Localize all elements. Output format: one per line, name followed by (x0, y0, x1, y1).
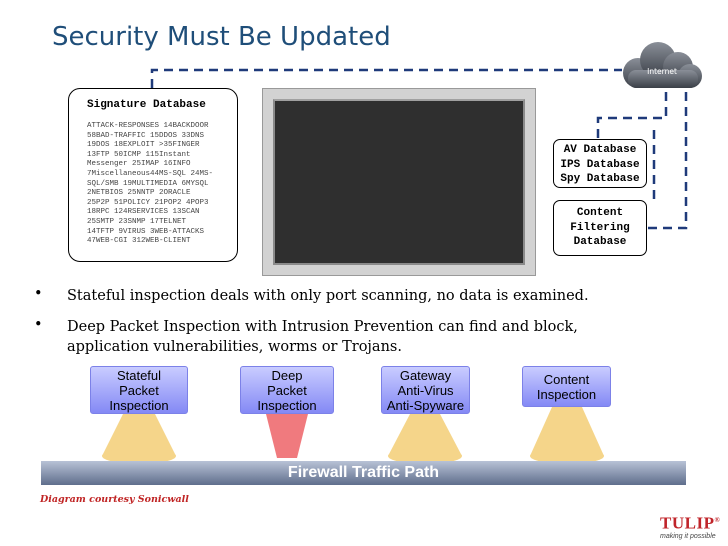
firewall-appliance-screen (262, 88, 536, 276)
logo-name: TULIP (660, 513, 715, 533)
stage-label: Inspection (109, 398, 169, 413)
bullet-text: Stateful inspection deals with only port… (67, 288, 589, 304)
signature-line: 13FTP 50ICMP 115Instant (87, 150, 191, 159)
database-label: AV Database (563, 144, 637, 156)
stage-gateway-anti-virus: Gateway Anti-Virus Anti-Spyware (381, 366, 470, 414)
stage-label: Stateful (116, 368, 162, 383)
stage-label: Deep (271, 368, 303, 383)
content-filtering-database-box: Content Filtering Database (553, 200, 647, 256)
signature-list: ATTACK-RESPONSES 14BACKDOOR 58BAD-TRAFFI… (87, 122, 213, 247)
database-label: IPS Database (560, 158, 640, 171)
database-label: Database (573, 236, 627, 248)
signature-line: 19DOS 18EXPLOIT >35FINGER (87, 141, 200, 150)
signature-line: 58BAD-TRAFFIC 15DDOS 33DNS (87, 131, 205, 140)
beam-gateway (388, 414, 462, 456)
stage-content-inspection: Content Inspection (522, 366, 611, 407)
connector-internet-to-filter-db (648, 92, 688, 230)
page-title: Security Must Be Updated (52, 22, 391, 52)
tulip-logo: TULIP® making it possible (660, 512, 720, 541)
bullet-text: Deep Packet Inspection with Intrusion Pr… (67, 319, 578, 335)
connector-signature-to-internet (150, 68, 622, 88)
beam-base-stateful (102, 448, 176, 464)
stage-deep-packet-inspection: Deep Packet Inspection (240, 366, 334, 414)
diagram-credit: Diagram courtesy Sonicwall (40, 494, 189, 505)
bullet-marker: • (34, 286, 43, 302)
signature-line: 2NETBIOS 25NNTP 2ORACLE (87, 189, 191, 198)
stage-label: Packet (119, 383, 159, 398)
signature-line: SQL/SMB 19MULTIMEDIA 6MYSQL (87, 179, 209, 188)
bullet-marker: • (34, 317, 43, 333)
logo-tagline: making it possible (660, 532, 716, 540)
signature-line: 14TFTP 9VIRUS 3WEB-ATTACKS (87, 227, 205, 236)
signature-database-title: Signature Database (87, 99, 206, 111)
signature-line: 25P2P 51POLICY 21POP2 4POP3 (87, 198, 209, 207)
signature-database-box: Signature Database ATTACK-RESPONSES 14BA… (68, 88, 238, 262)
connector-internet-to-av-db (596, 92, 668, 139)
stage-label: Content (543, 372, 590, 387)
stage-label: Anti-Spyware (386, 398, 465, 413)
security-databases-box: AV Database IPS Database Spy Database (553, 139, 647, 188)
signature-line: Messenger 25IMAP 16INFO (87, 160, 191, 169)
beam-base-gateway (388, 448, 462, 464)
signature-line: 7Miscellaneous44MS-SQL 24MS- (87, 169, 214, 178)
beam-stateful (102, 414, 176, 456)
stage-label: Gateway (399, 368, 452, 383)
stage-label: Inspection (536, 387, 597, 402)
beam-content (530, 407, 604, 456)
internet-label: Internet (647, 67, 677, 76)
firewall-traffic-path-label: Firewall Traffic Path (287, 464, 440, 481)
bullet-text: application vulnerabilities, worms or Tr… (67, 339, 402, 355)
signature-line: 47WEB-CGI 312WEB-CLIENT (87, 237, 191, 246)
signature-line: ATTACK-RESPONSES 14BACKDOOR (87, 122, 209, 130)
stage-label: Packet (267, 383, 307, 398)
database-label: Spy Database (560, 173, 640, 185)
beam-base-content (530, 448, 604, 464)
beam-deep-packet (266, 414, 308, 458)
firewall-traffic-path-bar (41, 461, 686, 485)
cloud-icon (623, 42, 702, 88)
database-label: Filtering (570, 221, 630, 234)
stage-label: Inspection (257, 398, 317, 413)
stage-label: Anti-Virus (397, 383, 454, 398)
database-label: Content (576, 207, 624, 219)
signature-line: 18RPC 124RSERVICES 13SCAN (87, 208, 200, 217)
signature-line: 25SMTP 23SNMP 17TELNET (87, 217, 187, 226)
logo-registered-mark: ® (714, 516, 721, 524)
stage-stateful-packet-inspection: Stateful Packet Inspection (90, 366, 188, 414)
screen-display (273, 99, 525, 265)
